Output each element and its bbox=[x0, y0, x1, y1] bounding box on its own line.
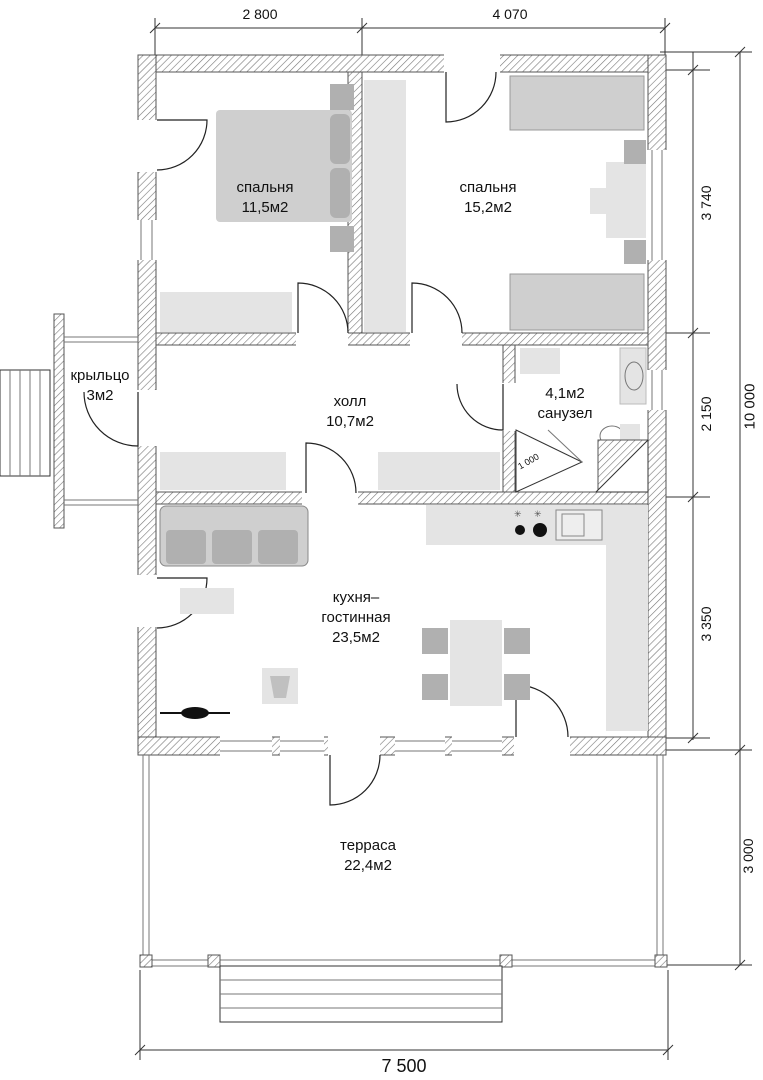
room-bathroom: 4,1м2 санузел bbox=[520, 384, 610, 424]
room-name: спальня bbox=[459, 179, 517, 196]
room-name: терраса bbox=[340, 837, 396, 854]
furniture-hall bbox=[160, 452, 500, 490]
room-name: спальня bbox=[236, 179, 294, 196]
room-name: крыльцо bbox=[70, 367, 130, 384]
room-terrace: терраса 22,4м2 bbox=[318, 836, 418, 876]
room-bedroom-right: спальня 15,2м2 bbox=[438, 178, 538, 218]
dim-right-2: 2 150 bbox=[698, 396, 714, 432]
furniture-bathroom bbox=[515, 347, 649, 493]
room-hall: холл 10,7м2 bbox=[300, 392, 400, 432]
room-area: 10,7м2 bbox=[326, 413, 374, 430]
dim-top-right: 4 070 bbox=[492, 6, 528, 22]
dim-right-4: 3 000 bbox=[740, 838, 756, 874]
furniture-kitchen: ✳ ✳ bbox=[159, 505, 648, 731]
porch bbox=[0, 313, 138, 529]
room-area: 23,5м2 bbox=[332, 629, 380, 646]
room-area: 22,4м2 bbox=[344, 857, 392, 874]
furniture-bedroom-left bbox=[160, 84, 354, 332]
furniture-bedroom-right bbox=[364, 75, 646, 332]
walls bbox=[137, 54, 667, 756]
room-bedroom-left: спальня 11,5м2 bbox=[215, 178, 315, 218]
room-name-2: гостинная bbox=[321, 609, 391, 626]
dim-right-1: 3 740 bbox=[698, 185, 714, 221]
dim-bottom-total: 7 500 bbox=[381, 1056, 427, 1076]
room-porch: крыльцо 3м2 bbox=[55, 366, 145, 406]
svg-text:✳: ✳ bbox=[534, 509, 542, 519]
dim-right-total: 10 000 bbox=[741, 383, 759, 430]
room-area: 3м2 bbox=[86, 387, 114, 404]
room-name: холл bbox=[333, 393, 367, 410]
doors bbox=[83, 71, 569, 806]
room-area: 15,2м2 bbox=[464, 199, 512, 216]
svg-text:✳: ✳ bbox=[514, 509, 522, 519]
dim-right-3: 3 350 bbox=[698, 606, 714, 642]
terrace bbox=[139, 755, 668, 1023]
room-name: кухня– bbox=[332, 589, 380, 606]
dim-top-left: 2 800 bbox=[242, 6, 278, 22]
room-area: 4,1м2 bbox=[545, 385, 585, 402]
room-name: санузел bbox=[537, 405, 593, 422]
dimension-lines bbox=[134, 18, 752, 1060]
room-kitchen: кухня– гостинная 23,5м2 bbox=[296, 588, 416, 648]
room-area: 11,5м2 bbox=[241, 199, 289, 216]
